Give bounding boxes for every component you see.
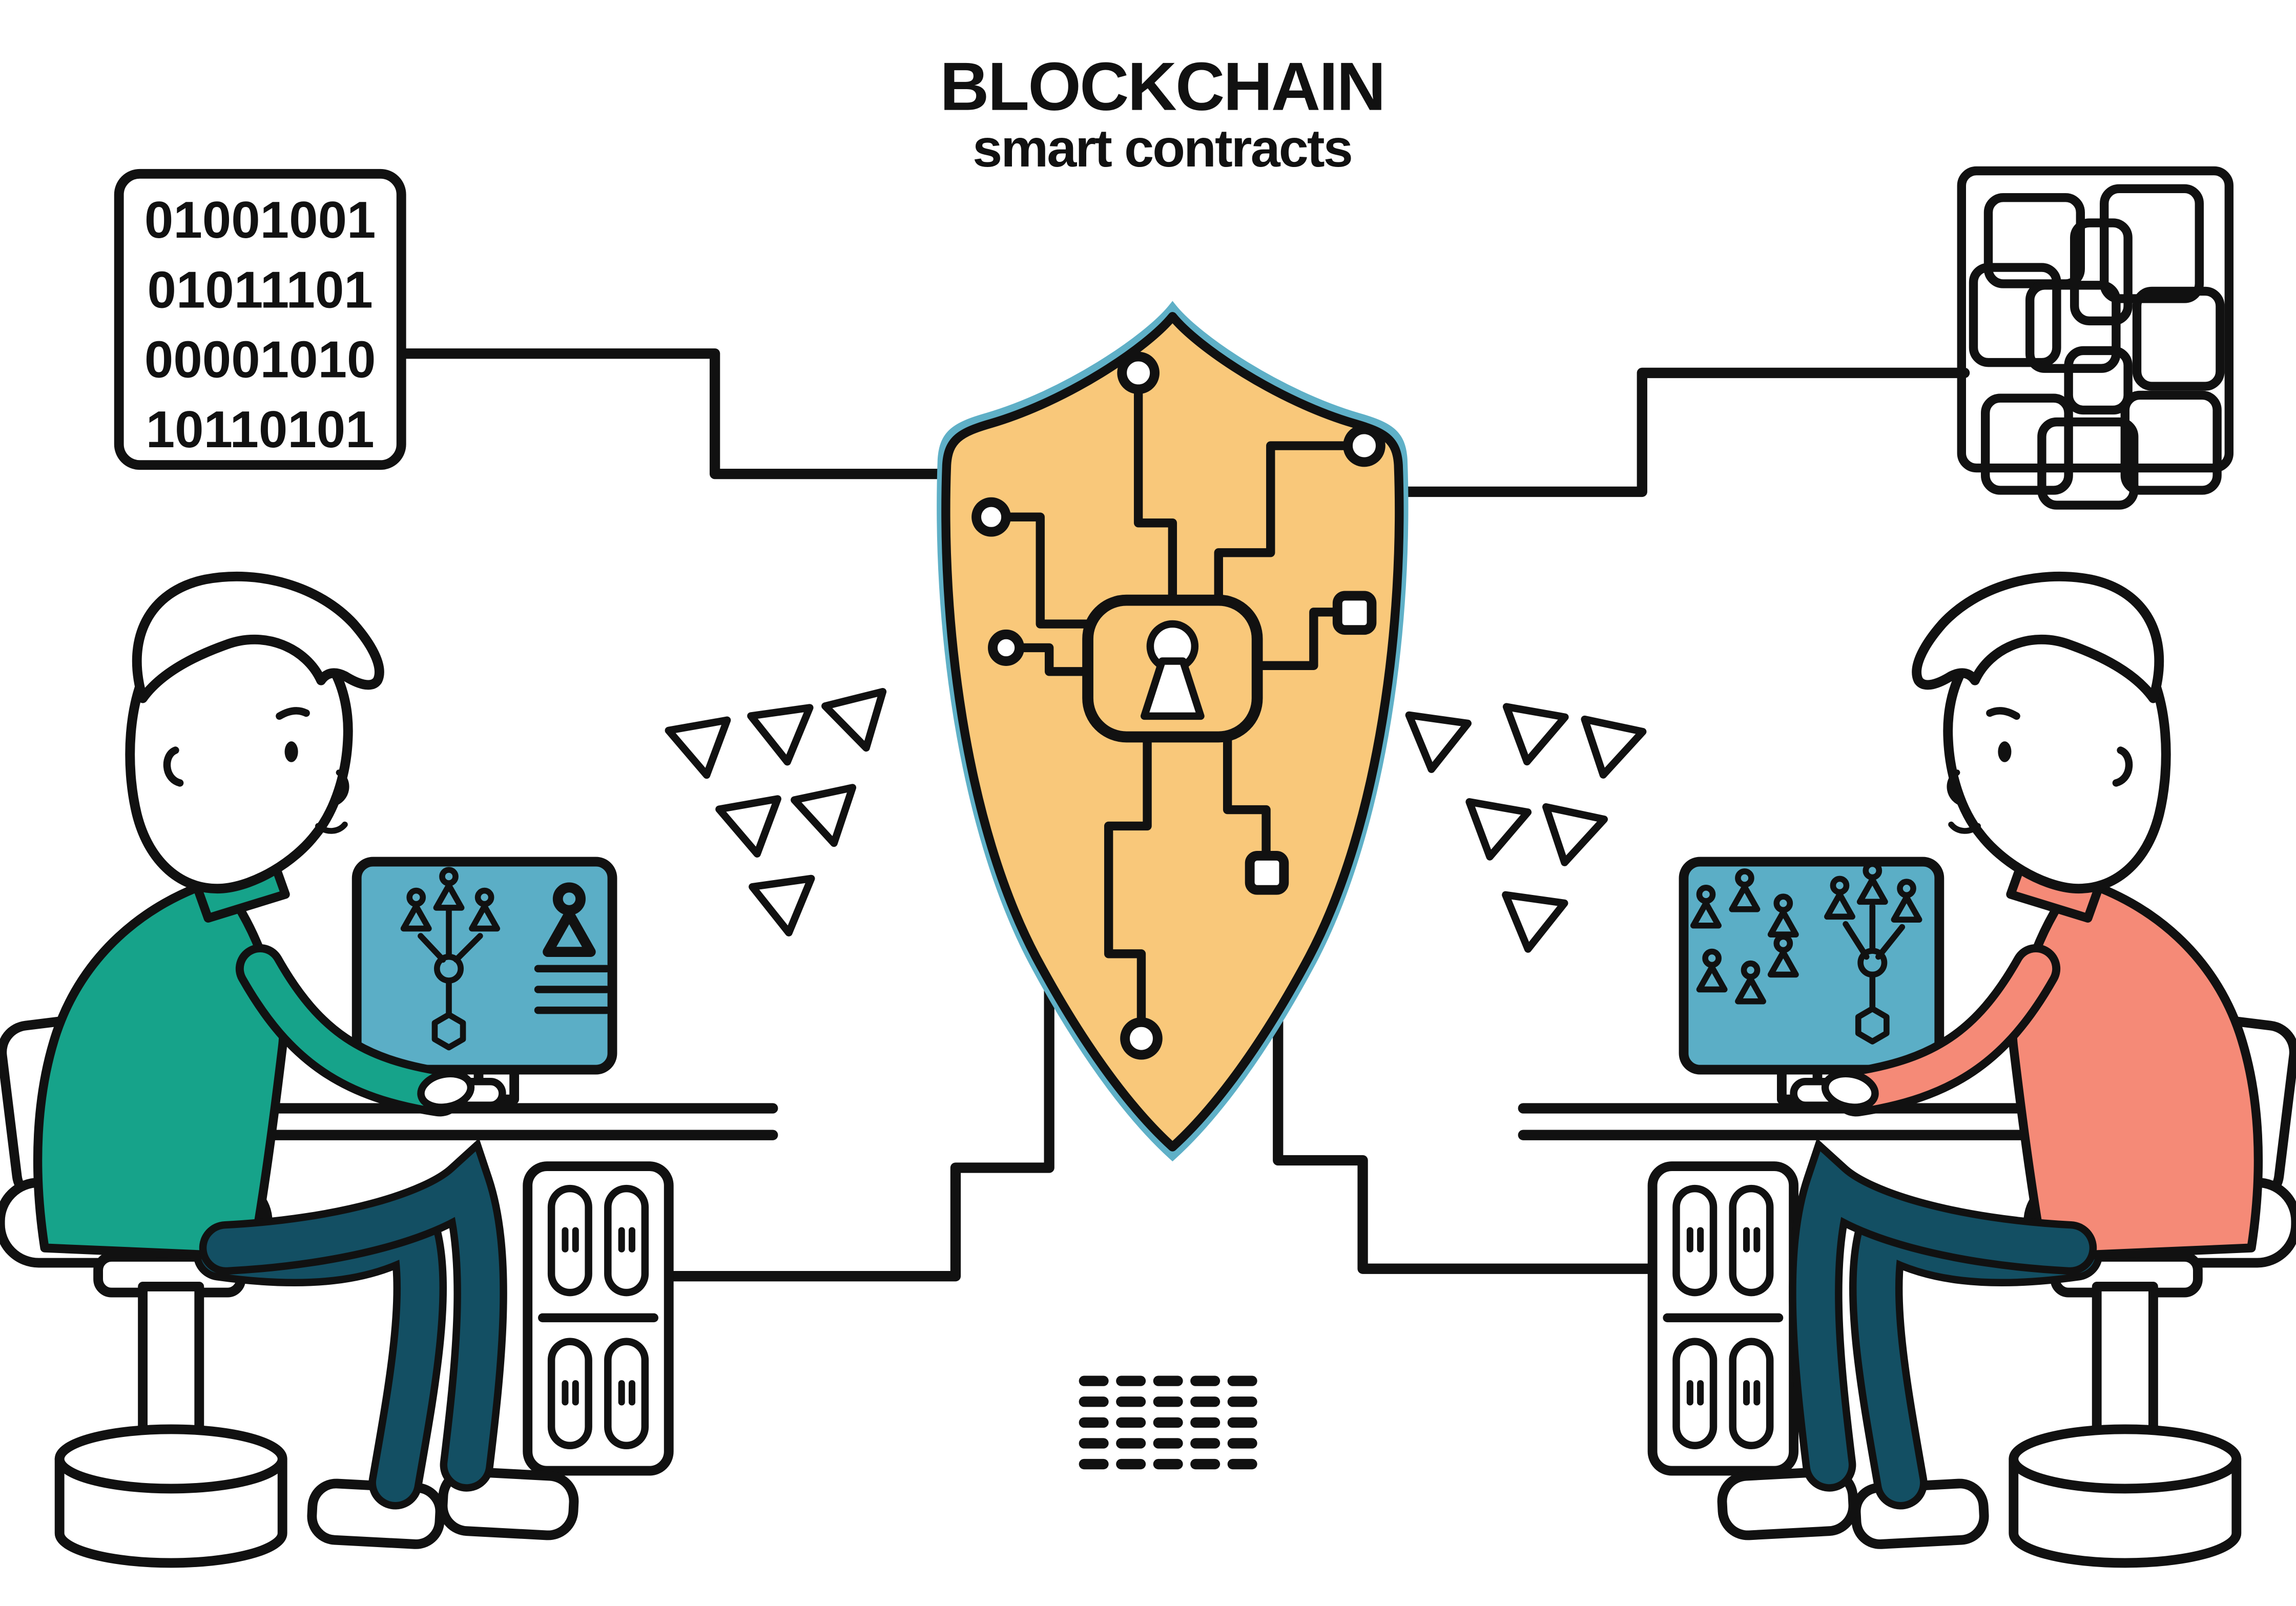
dash-grid [1079, 1375, 1257, 1470]
title-block: BLOCKCHAIN smart contracts [940, 49, 1386, 178]
binary-code-block: 01001001 01011101 00001010 10110101 [114, 169, 406, 470]
page-title: BLOCKCHAIN [940, 49, 1384, 125]
connector-shield-to-blocks [1362, 367, 1970, 497]
circuit-node-left-upper [971, 497, 1011, 537]
server-cabinet-left [528, 1166, 669, 1471]
triangle-decoration-left [669, 692, 895, 937]
circuit-node-left-lower [988, 629, 1025, 666]
network-connectors [396, 348, 1970, 1282]
circuit-node-lower-square [1245, 851, 1289, 895]
keyhole-stem [1140, 657, 1205, 720]
git-branch-icon [404, 870, 498, 1048]
page-subtitle: smart contracts [973, 118, 1352, 178]
server-cabinet-right [1652, 1166, 1794, 1471]
binary-line-4: 10110101 [146, 400, 375, 458]
monitor-right [1679, 857, 1945, 1104]
padlock-icon [1082, 594, 1263, 743]
git-branch-icon [1827, 864, 1919, 1041]
connector-shield-to-right-cabinet [1273, 886, 1655, 1274]
user-profile-icon [534, 887, 610, 1014]
circuit-node-right-square [1332, 591, 1377, 635]
circuit-node-top [1117, 351, 1160, 394]
desk-left [203, 1103, 778, 1140]
circuit-node-upper-right [1343, 424, 1385, 467]
circuit-traces [971, 351, 1385, 1060]
connector-shield-to-left-cabinet [666, 886, 1054, 1282]
desk-right [1518, 1103, 2098, 1140]
connector-binary-to-shield [396, 348, 986, 479]
monitor-left [351, 857, 617, 1104]
triangle-decoration-right [1402, 707, 1643, 953]
binary-line-3: 00001010 [144, 330, 376, 389]
block-network-icon [1957, 166, 2234, 510]
binary-line-2: 01011101 [147, 260, 373, 319]
circuit-node-bottom [1120, 1017, 1163, 1060]
binary-line-1: 01001001 [144, 191, 376, 249]
shield-icon [937, 301, 1409, 1162]
